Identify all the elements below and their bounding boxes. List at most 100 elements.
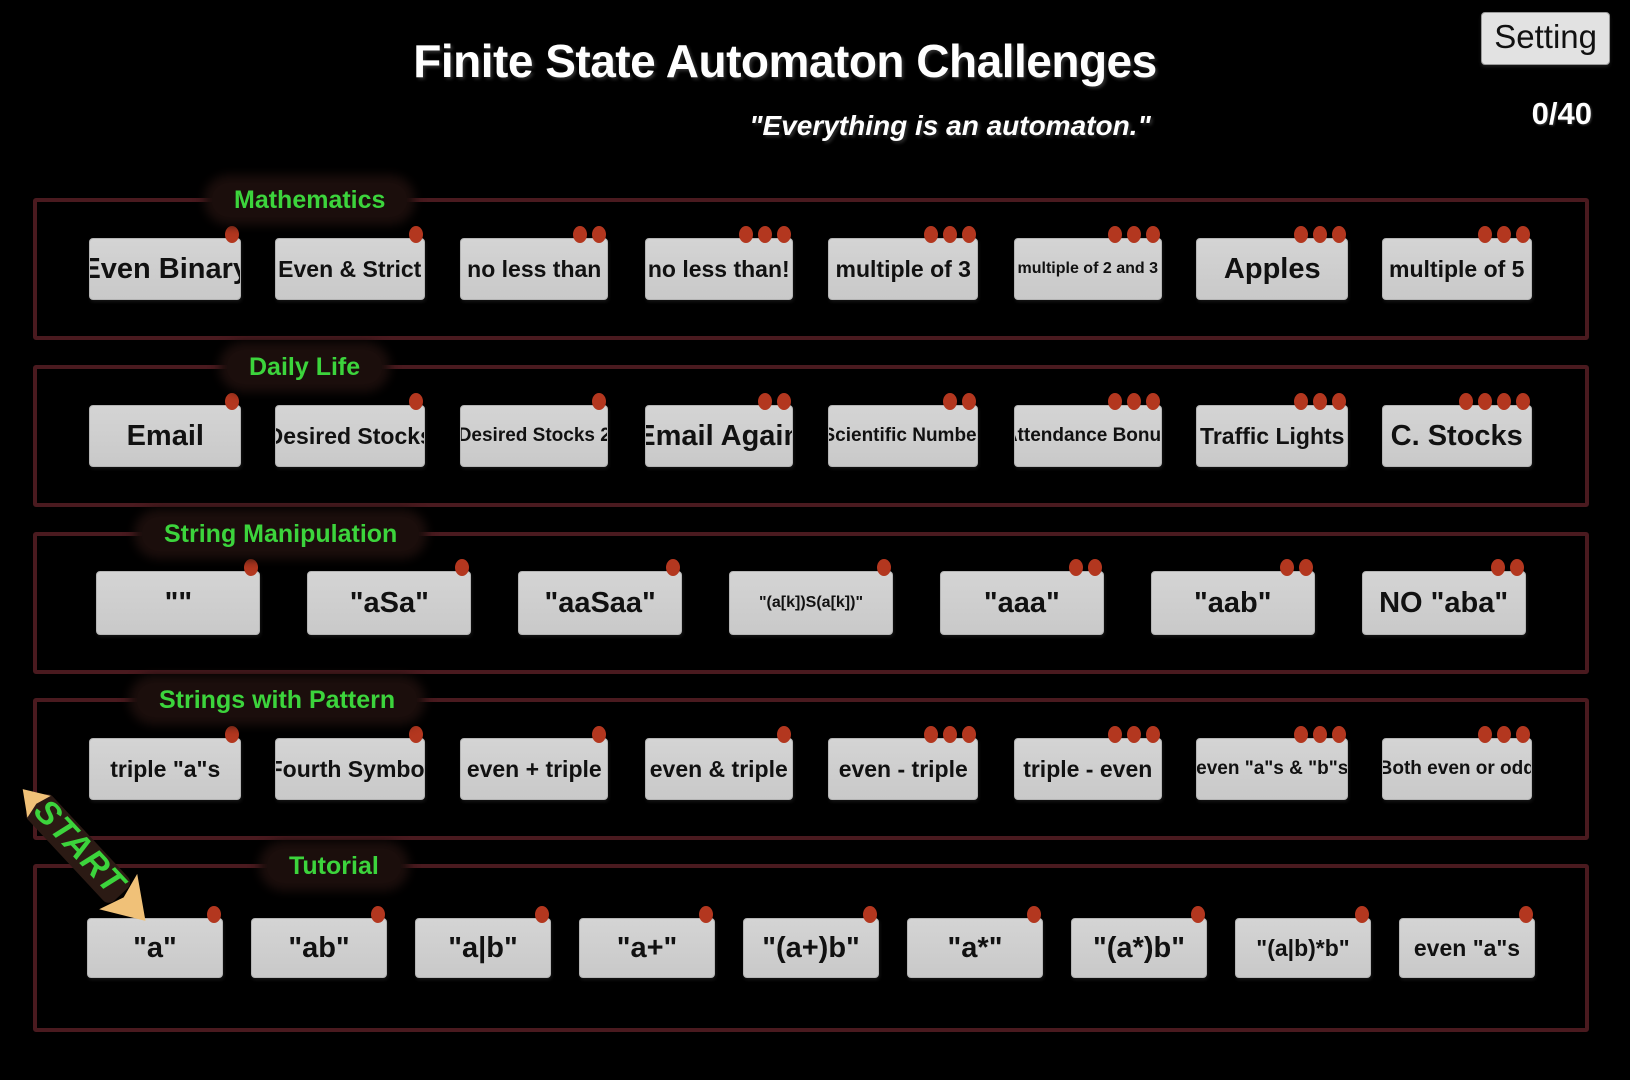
challenge-button[interactable]: "(a|b)*b" xyxy=(1235,918,1371,978)
category-label: String Manipulation xyxy=(142,517,420,551)
challenge-slot: triple - even xyxy=(996,726,1181,800)
challenge-button-row: Even Binary Even & Strict no less than no l… xyxy=(37,202,1585,336)
challenge-button[interactable]: Both even or odd xyxy=(1381,738,1532,800)
challenge-item: Email Again xyxy=(644,393,793,467)
challenge-slot: Even Binary xyxy=(73,226,258,300)
challenge-item: triple - even xyxy=(1013,726,1162,800)
page-title: Finite State Automaton Challenges xyxy=(413,35,1157,87)
challenge-slot: NO "aba" xyxy=(1338,559,1549,635)
challenge-slot: Attendance Bonus xyxy=(996,393,1181,467)
challenge-button[interactable]: "a*" xyxy=(907,918,1043,978)
challenge-button[interactable]: C. Stocks xyxy=(1381,405,1532,467)
challenge-item: "a|b" xyxy=(415,906,551,978)
challenge-slot: "a" xyxy=(73,906,237,978)
page-header: Finite State Automaton Challenges "Every… xyxy=(0,0,1630,175)
challenge-slot: Email Again xyxy=(627,393,812,467)
challenge-item: triple "a"s xyxy=(89,726,242,800)
challenge-slot: "aaa" xyxy=(916,559,1127,635)
challenge-item: "aab" xyxy=(1150,559,1315,635)
challenge-button[interactable]: multiple of 5 xyxy=(1381,238,1532,300)
challenge-slot: "a|b" xyxy=(401,906,565,978)
challenge-button[interactable]: Even & Strict xyxy=(274,238,425,300)
challenge-slot: even "a"s xyxy=(1385,906,1549,978)
category-label: Tutorial xyxy=(267,849,401,883)
challenge-slot: Email xyxy=(73,393,258,467)
challenge-button[interactable]: Even Binary xyxy=(89,238,242,300)
challenge-slot: even & triple xyxy=(627,726,812,800)
challenge-slot: even - triple xyxy=(811,726,996,800)
challenge-slot: triple "a"s xyxy=(73,726,258,800)
challenge-button[interactable]: "(a+)b" xyxy=(743,918,879,978)
challenge-slot: even + triple xyxy=(442,726,627,800)
challenge-slot: "aaSaa" xyxy=(495,559,706,635)
challenge-slot: "aab" xyxy=(1127,559,1338,635)
challenge-button[interactable]: "a|b" xyxy=(415,918,551,978)
challenge-button[interactable]: even - triple xyxy=(828,738,979,800)
challenge-item: Even Binary xyxy=(89,226,242,300)
challenge-item: Email xyxy=(89,393,242,467)
challenge-item: NO "aba" xyxy=(1361,559,1526,635)
challenge-item: "ab" xyxy=(251,906,387,978)
challenge-button[interactable]: multiple of 3 xyxy=(828,238,979,300)
challenge-slot: Desired Stocks xyxy=(258,393,443,467)
challenge-button[interactable]: "aab" xyxy=(1150,571,1315,635)
challenge-button[interactable]: no less than xyxy=(460,238,609,300)
challenge-item: Traffic Lights xyxy=(1196,393,1349,467)
challenge-slot: Traffic Lights xyxy=(1180,393,1365,467)
challenge-item: Attendance Bonus xyxy=(1013,393,1162,467)
challenge-slot: "(a|b)*b" xyxy=(1221,906,1385,978)
challenge-item: Fourth Symbol xyxy=(274,726,425,800)
challenge-button[interactable]: Traffic Lights xyxy=(1196,405,1349,467)
category-label: Strings with Pattern xyxy=(137,683,418,717)
challenge-button[interactable]: even "a"s & "b"s xyxy=(1196,738,1349,800)
challenge-slot: even "a"s & "b"s xyxy=(1180,726,1365,800)
challenge-item: even - triple xyxy=(828,726,979,800)
challenge-item: even "a"s & "b"s xyxy=(1196,726,1349,800)
challenge-button[interactable]: Email Again xyxy=(644,405,793,467)
challenge-item: C. Stocks xyxy=(1381,393,1532,467)
challenge-button[interactable]: Desired Stocks 2 xyxy=(460,405,609,467)
challenge-button[interactable]: "a+" xyxy=(579,918,715,978)
challenge-item: Scientific Number xyxy=(828,393,979,467)
challenge-slot: "(a[k])S(a[k])" xyxy=(706,559,917,635)
challenge-slot: no less than xyxy=(442,226,627,300)
challenge-button[interactable]: "aaa" xyxy=(939,571,1104,635)
challenge-button[interactable]: triple - even xyxy=(1013,738,1162,800)
challenge-button[interactable]: even + triple xyxy=(460,738,609,800)
challenge-button-row: "a" "ab" "a|b" "a+" "(a+)b" "a*" "(a*)b" "(a|b)… xyxy=(37,868,1585,1028)
challenge-button[interactable]: Apples xyxy=(1196,238,1349,300)
challenge-item: Desired Stocks xyxy=(274,393,425,467)
challenge-button[interactable]: Scientific Number xyxy=(828,405,979,467)
challenge-button[interactable]: Fourth Symbol xyxy=(274,738,425,800)
challenge-slot: "a+" xyxy=(565,906,729,978)
challenge-button[interactable]: "aSa" xyxy=(307,571,472,635)
challenge-button[interactable]: multiple of 2 and 3 xyxy=(1013,238,1162,300)
challenge-button[interactable]: NO "aba" xyxy=(1361,571,1526,635)
challenge-button[interactable]: even "a"s xyxy=(1399,918,1535,978)
challenge-button[interactable]: even & triple xyxy=(644,738,793,800)
challenge-button[interactable]: triple "a"s xyxy=(89,738,242,800)
challenge-item: "a+" xyxy=(579,906,715,978)
challenge-slot: "(a*)b" xyxy=(1057,906,1221,978)
challenge-slot: "a*" xyxy=(893,906,1057,978)
setting-button[interactable]: Setting xyxy=(1481,12,1610,65)
challenge-slot: "aSa" xyxy=(284,559,495,635)
challenge-button[interactable]: "(a*)b" xyxy=(1071,918,1207,978)
challenge-button[interactable]: "" xyxy=(96,571,261,635)
challenge-button[interactable]: "ab" xyxy=(251,918,387,978)
challenge-button[interactable]: Attendance Bonus xyxy=(1013,405,1162,467)
challenge-item: Both even or odd xyxy=(1381,726,1532,800)
challenge-button[interactable]: no less than! xyxy=(644,238,793,300)
challenge-slot: Apples xyxy=(1180,226,1365,300)
challenge-button[interactable]: "aaSaa" xyxy=(518,571,683,635)
challenge-button[interactable]: Email xyxy=(89,405,242,467)
challenge-item: "aaSaa" xyxy=(518,559,683,635)
challenge-button[interactable]: "a" xyxy=(87,918,223,978)
challenge-slot: multiple of 2 and 3 xyxy=(996,226,1181,300)
challenge-button[interactable]: "(a[k])S(a[k])" xyxy=(729,571,893,635)
category-group: Tutorial "a" "ab" "a|b" "a+" "(a+)b" "a*" "(a*)… xyxy=(33,849,1589,1032)
page-subtitle-quote: "Everything is an automaton." xyxy=(749,110,1151,141)
challenge-button[interactable]: Desired Stocks xyxy=(274,405,425,467)
